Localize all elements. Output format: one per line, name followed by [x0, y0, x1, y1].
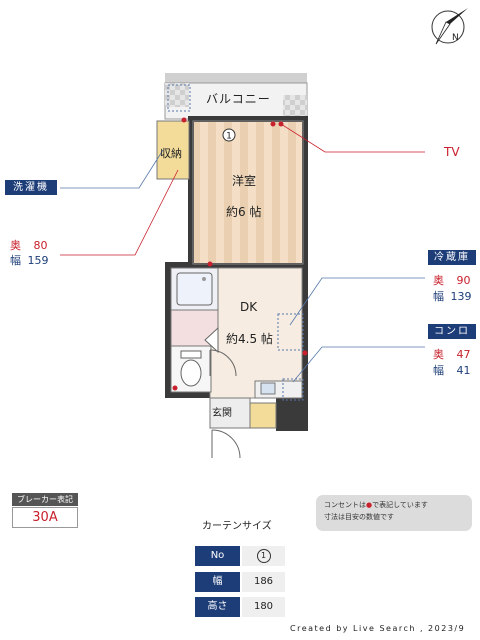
dk-size: 約4.5 帖	[226, 332, 273, 346]
entrance-label: 玄関	[212, 408, 232, 419]
curtain-title: カーテンサイズ	[202, 521, 272, 532]
credit-text: Created by Live Search , 2023/9	[290, 624, 466, 633]
refrigerator-space	[277, 313, 304, 351]
bathroom	[170, 267, 219, 311]
refrigerator-tag: 冷蔵庫	[428, 250, 476, 265]
refrigerator-width-label: 幅	[433, 290, 444, 303]
walls	[165, 116, 308, 431]
window-marker-circle	[222, 128, 236, 142]
western-room-floor	[194, 122, 302, 263]
curtain-row-height: 高さ 180	[195, 597, 285, 617]
stove-width-value: 41	[456, 364, 471, 377]
note-line-2: 寸法は目安の数値です	[324, 513, 394, 521]
entrance	[209, 397, 277, 459]
stove-width-label: 幅	[433, 364, 444, 377]
curtain-value-height: 180	[242, 597, 285, 617]
washing-machine-depth-label: 奥	[10, 239, 21, 252]
curtain-header-no: No	[195, 546, 240, 566]
washing-machine-width-value: 159	[27, 254, 49, 267]
refrigerator-depth-label: 奥	[433, 274, 444, 287]
stove-depth: 奥 47	[433, 347, 471, 362]
western-room-size: 約6 帖	[226, 205, 262, 219]
washing-machine-depth: 奥 80	[10, 238, 48, 253]
compass	[431, 8, 468, 45]
stove-depth-value: 47	[456, 348, 471, 361]
outlet-markers	[172, 117, 308, 391]
curtain-header-width: 幅	[195, 572, 240, 592]
western-room-label: 洋室	[232, 174, 257, 188]
curtain-header-height: 高さ	[195, 597, 240, 617]
refrigerator-width: 幅 139	[433, 289, 472, 304]
washing-machine-tag: 洗濯機	[5, 180, 57, 195]
note-line-1-suffix: で表記しています	[372, 501, 428, 509]
note-line-1: コンセントは●で表記しています	[324, 499, 464, 511]
curtain-value-no-text: 1	[256, 549, 271, 563]
outlet-symbol-icon: ●	[366, 501, 373, 509]
toilet	[170, 345, 237, 393]
balcony	[164, 73, 308, 120]
breaker-value: 30A	[12, 507, 78, 528]
window-marker: 1	[226, 132, 232, 142]
washing-machine-width-label: 幅	[10, 254, 21, 267]
note-box: コンセントは●で表記しています 寸法は目安の数値です	[316, 495, 472, 531]
tv-label: TV	[444, 145, 460, 159]
washroom	[170, 309, 219, 354]
refrigerator-width-value: 139	[450, 290, 472, 303]
note-line-1-prefix: コンセントは	[324, 501, 366, 509]
compass-north-label: N	[452, 33, 459, 43]
curtain-row-no: No 1	[195, 546, 285, 566]
balcony-label: バルコニー	[206, 92, 271, 106]
washing-machine-width: 幅 159	[10, 253, 49, 268]
stove-depth-label: 奥	[433, 348, 444, 361]
kitchen-counter	[254, 378, 304, 401]
dk-label: DK	[240, 300, 258, 314]
curtain-value-width: 186	[242, 572, 285, 592]
refrigerator-depth: 奥 90	[433, 273, 471, 288]
stove-width: 幅 41	[433, 363, 471, 378]
stove-tag: コンロ	[428, 324, 476, 339]
storage-label: 収納	[160, 147, 182, 160]
callout-lines	[60, 123, 425, 383]
washing-machine-depth-value: 80	[33, 239, 48, 252]
dk-floor	[210, 268, 302, 398]
curtain-row-width: 幅 186	[195, 572, 285, 592]
refrigerator-depth-value: 90	[456, 274, 471, 287]
curtain-value-no: 1	[242, 546, 285, 566]
breaker-label: ブレーカー表記	[12, 493, 78, 506]
